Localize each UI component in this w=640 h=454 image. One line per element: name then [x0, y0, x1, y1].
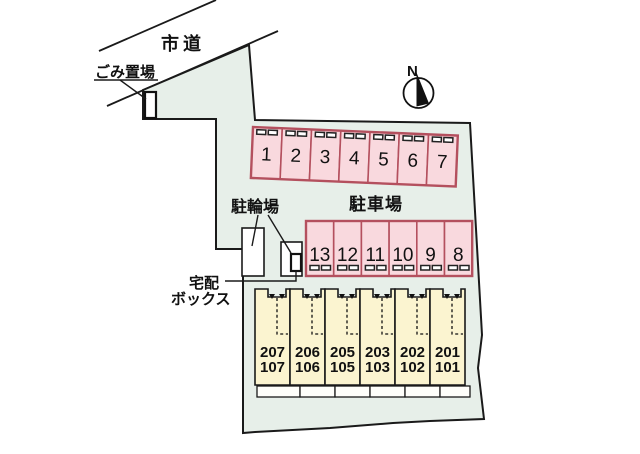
unit-206-106: 206 106	[289, 288, 326, 386]
parking-space-8: 8	[443, 220, 474, 277]
garbage-box	[143, 90, 158, 120]
parking-space-13: 13	[305, 220, 335, 277]
north-label: N	[407, 63, 418, 80]
svg-text:207: 207	[260, 344, 285, 361]
road-label: 市道	[161, 33, 205, 54]
parking-space-6: 6	[396, 132, 430, 187]
svg-text:12: 12	[337, 245, 358, 266]
parking-space-12: 12	[332, 220, 363, 277]
parking-space-7: 7	[425, 133, 459, 188]
garbage-leader-line	[119, 79, 147, 100]
svg-text:105: 105	[330, 359, 355, 376]
north-compass-icon	[402, 72, 435, 109]
balconies	[256, 385, 471, 398]
svg-text:202: 202	[400, 344, 425, 361]
parking-space-10: 10	[388, 220, 418, 277]
svg-text:11: 11	[365, 245, 385, 266]
parking-space-5: 5	[367, 131, 401, 185]
parking-space-1: 1	[250, 126, 284, 181]
svg-text:102: 102	[400, 359, 425, 376]
delivery-box-label-line1: 宅配	[189, 274, 219, 292]
unit-203-103: 203 103	[359, 288, 396, 386]
unit-202-102: 202 102	[394, 288, 431, 386]
svg-text:106: 106	[295, 359, 320, 376]
svg-text:3: 3	[319, 147, 330, 168]
bicycle-parking-structures	[225, 214, 303, 282]
svg-text:5: 5	[378, 149, 389, 170]
svg-text:107: 107	[260, 359, 285, 376]
bicycle-parking-label: 駐輪場	[231, 197, 279, 216]
parking-space-9: 9	[415, 220, 446, 277]
svg-text:101: 101	[435, 359, 460, 376]
garbage-label: ごみ置場	[95, 63, 155, 81]
svg-text:4: 4	[349, 148, 361, 169]
parking-space-4: 4	[337, 129, 371, 184]
bicycle-leader-line-2	[267, 214, 292, 254]
svg-text:10: 10	[392, 245, 413, 266]
car-parking-label: 駐車場	[349, 194, 403, 214]
parking-space-11: 11	[360, 220, 390, 277]
svg-text:201: 201	[435, 344, 460, 361]
svg-text:8: 8	[453, 245, 464, 266]
unit-205-105: 205 105	[324, 288, 361, 386]
bicycle-shed-left	[241, 227, 265, 277]
svg-text:1: 1	[261, 144, 272, 165]
svg-text:203: 203	[365, 344, 390, 361]
svg-text:206: 206	[295, 344, 320, 361]
parking-row-bottom: 13 12 11 10 9 8	[304, 219, 474, 278]
building: 207 107 206 106 205 105 203 103	[254, 288, 471, 398]
parking-space-3: 3	[308, 128, 342, 183]
svg-text:2: 2	[290, 146, 301, 167]
delivery-box	[289, 252, 303, 273]
delivery-box-leader-line	[225, 271, 297, 282]
svg-text:103: 103	[365, 359, 390, 376]
svg-text:13: 13	[309, 245, 330, 266]
delivery-box-label-line2: ボックス	[171, 291, 231, 308]
svg-text:6: 6	[407, 151, 418, 172]
parking-row-top: 1 2 3 4 5 6 7	[249, 125, 460, 188]
unit-201-101: 201 101	[429, 288, 466, 386]
unit-207-107: 207 107	[254, 288, 291, 386]
svg-text:205: 205	[330, 344, 355, 361]
svg-text:9: 9	[425, 245, 436, 266]
road-edge-upper-line	[98, 0, 217, 52]
bicycle-leader-line-1	[251, 214, 259, 247]
parking-space-2: 2	[279, 127, 313, 182]
svg-text:7: 7	[436, 152, 447, 173]
